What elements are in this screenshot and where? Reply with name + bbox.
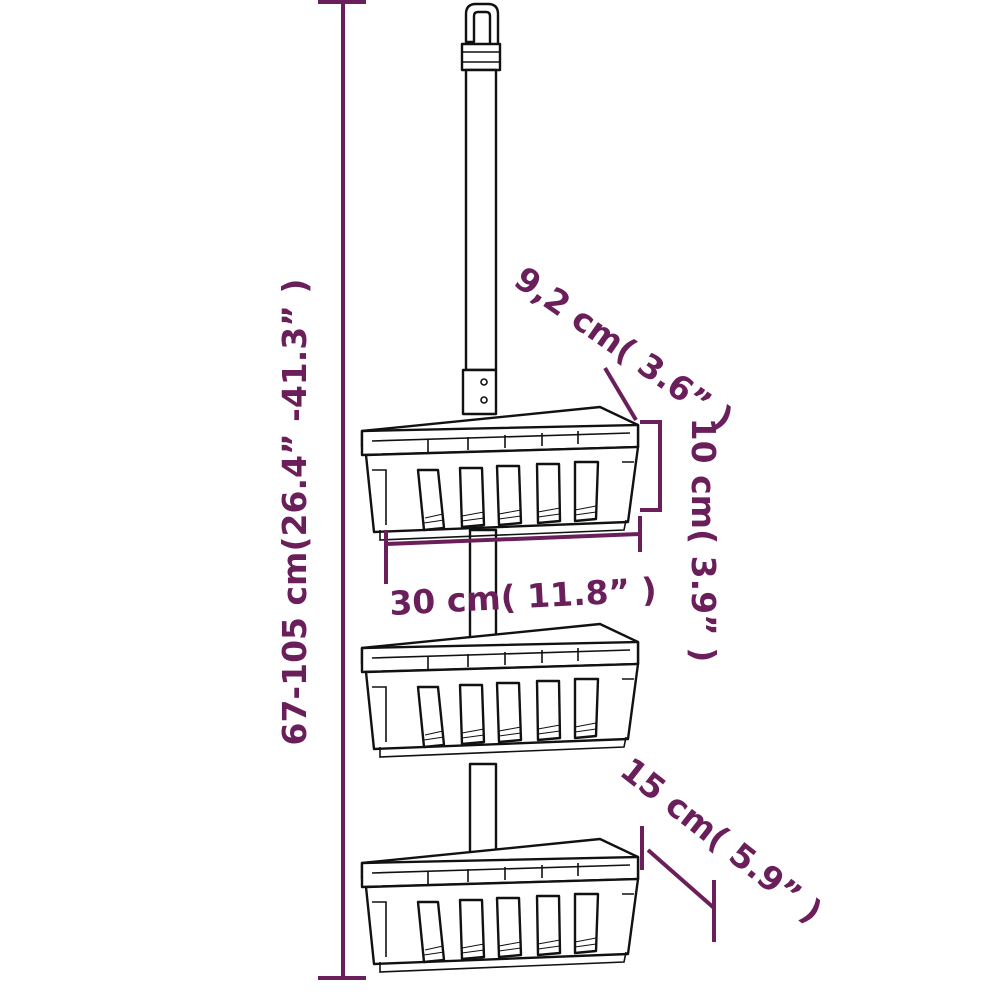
basket-height-label: 10 cm( 3.9” ) xyxy=(684,418,723,663)
basket-middle xyxy=(360,622,640,759)
pole-bracket xyxy=(461,368,498,416)
pole-middle xyxy=(468,528,498,644)
pole-lower xyxy=(468,762,498,866)
pole-connector xyxy=(460,42,502,72)
pole xyxy=(460,2,502,866)
dimension-lines xyxy=(318,0,716,980)
width-label: 30 cm( 11.8” ) xyxy=(388,570,657,623)
spacing-label: 15 cm( 5.9” ) xyxy=(613,750,830,931)
basket-top xyxy=(360,405,640,542)
height-label: 67-105 cm(26.4” -41.3” ) xyxy=(275,279,314,746)
pole-upper xyxy=(464,68,498,372)
basket-bottom xyxy=(360,837,640,974)
hook-icon xyxy=(464,2,500,48)
depth-label: 9,2 cm( 3.6” ) xyxy=(507,259,740,438)
